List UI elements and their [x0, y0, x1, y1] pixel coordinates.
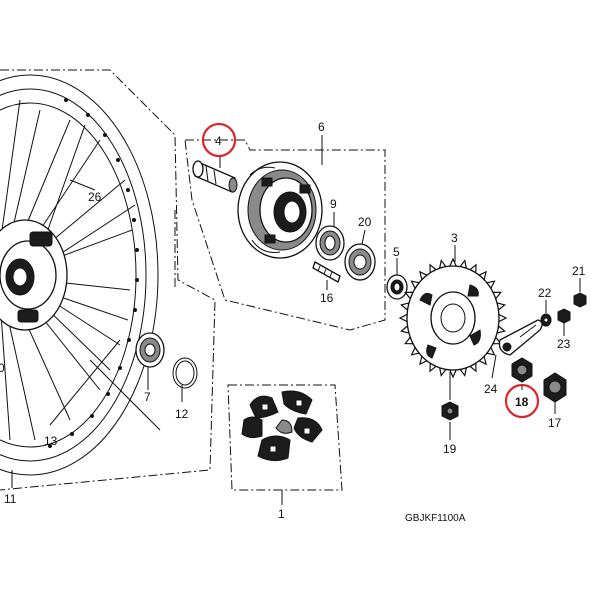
sprocket-tooth [498, 313, 508, 323]
damper-group-outline [227, 384, 343, 491]
spoke-nipples [48, 98, 139, 448]
hub-tab-bottom [17, 309, 39, 323]
washer-22 [540, 300, 552, 327]
nut-19 [441, 372, 459, 440]
callout-3: 3 [451, 231, 458, 245]
callout-21: 21 [572, 264, 586, 278]
oring-12 [172, 357, 198, 389]
callout-19: 19 [443, 442, 457, 456]
seal-20 [344, 229, 376, 281]
callout-12: 12 [175, 407, 189, 421]
highlight-circle-axle [201, 122, 237, 158]
callout-22: 22 [538, 286, 552, 300]
sprocket-tooth [398, 313, 408, 323]
axle [192, 155, 238, 193]
callout-13: 13 [44, 434, 58, 448]
callout-1: 1 [278, 507, 285, 521]
callout-20: 20 [358, 215, 372, 229]
rim-inner [0, 102, 137, 448]
highlight-circle-nut-18 [504, 383, 540, 419]
wheel [0, 74, 159, 476]
sprocket [398, 245, 508, 379]
callout-4: 4 [215, 134, 222, 148]
callout-6: 6 [318, 120, 325, 134]
leader-lines-left [11, 179, 183, 488]
callout-23: 23 [557, 337, 571, 351]
hub-flange [237, 135, 323, 259]
nut-18 [511, 357, 533, 390]
callout-7: 7 [144, 390, 151, 404]
sprocket-tooth [448, 369, 458, 379]
hub-tab-top [29, 231, 53, 247]
callout-9: 9 [330, 197, 337, 211]
rim-outer [0, 88, 147, 462]
bearing-9 [315, 212, 345, 261]
diagram-code: GBJKF1100A [405, 513, 466, 524]
nut-17 [543, 372, 567, 414]
callout-10-partial: 0 [0, 361, 5, 375]
damper-1 [241, 390, 323, 505]
callout-11: 11 [4, 492, 17, 506]
bearing-7 [135, 332, 165, 368]
hub-bore-inner [12, 267, 28, 287]
callout-17: 17 [548, 416, 562, 430]
stud-16 [312, 261, 341, 290]
callout-24: 24 [484, 382, 498, 396]
callout-5: 5 [393, 245, 400, 259]
hub-group-outline [184, 139, 386, 331]
tire-outline [0, 74, 159, 476]
callout-18: 18 [515, 395, 529, 409]
collar-5 [386, 258, 408, 300]
wheel-assembly-outline [0, 69, 216, 491]
bolt-21 [573, 278, 587, 308]
adjuster-24 [491, 319, 543, 379]
callout-16: 16 [320, 291, 334, 305]
nut-23 [557, 308, 571, 336]
callout-26: 26 [88, 190, 102, 204]
